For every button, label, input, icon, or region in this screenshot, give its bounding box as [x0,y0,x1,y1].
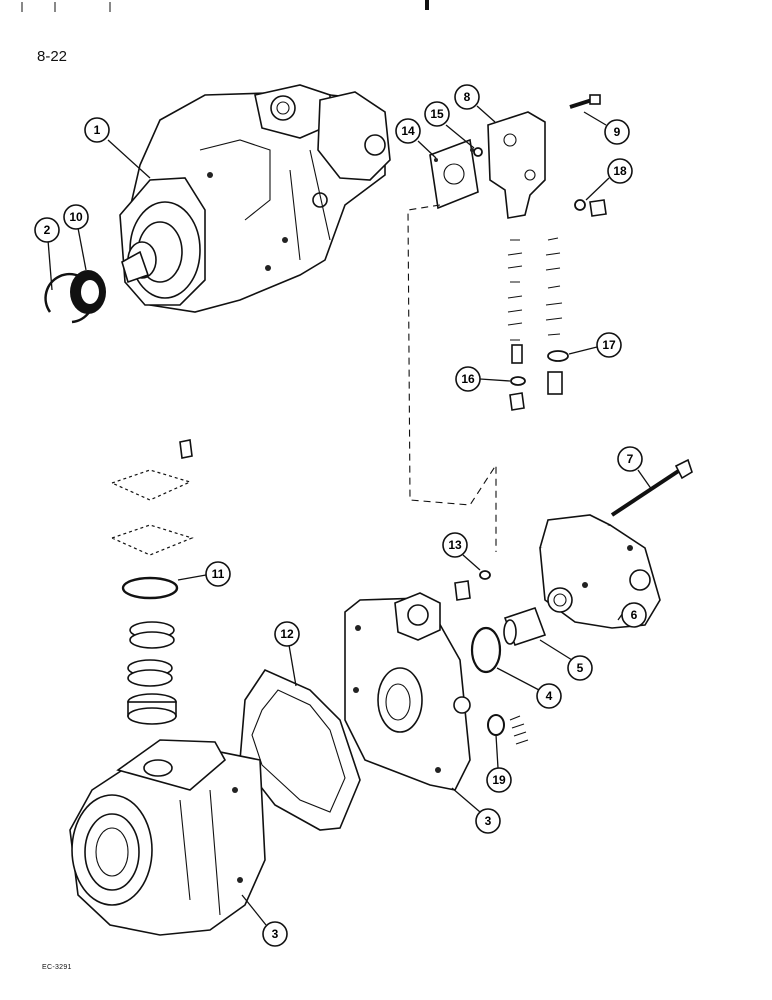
callout-7: 7 [617,446,653,491]
bearing-stack [110,439,194,725]
callout-13: 13 [442,532,481,571]
callout-17-label: 17 [602,338,616,352]
callout-16: 16 [455,366,511,392]
callout-5-label: 5 [577,661,584,675]
page-edge-marks [21,0,429,12]
callout-10-label: 10 [69,210,83,224]
o-ring-4-part [470,626,502,674]
callout-6: 6 [617,602,647,628]
callout-3-upper-label: 3 [485,814,492,828]
callout-4: 4 [496,667,562,709]
callout-18-label: 18 [613,164,627,178]
callout-15-label: 15 [430,107,444,121]
callout-4-label: 4 [546,689,553,703]
valve-spring-stacks [507,237,569,411]
callout-9: 9 [583,111,630,145]
valve-body-part [487,111,546,219]
callout-14-label: 14 [401,124,415,138]
callout-16-label: 16 [461,372,475,386]
callout-1-label: 1 [94,123,101,137]
callout-13-label: 13 [448,538,462,552]
alignment-dashed-line [407,204,497,552]
callout-3-lower-label: 3 [272,927,279,941]
callout-19-label: 19 [492,773,506,787]
callout-18: 18 [585,158,633,201]
callout-5: 5 [539,639,593,681]
callout-11-label: 11 [212,567,225,581]
callout-9-label: 9 [614,125,621,139]
pump-assembly [119,84,391,313]
o-ring-15-part [473,147,483,157]
long-bolt-7-part [610,458,693,517]
callout-10: 10 [63,204,89,271]
callout-1: 1 [84,117,151,179]
callout-3-lower: 3 [241,894,288,947]
gear-pump-part [539,514,661,629]
callout-12: 12 [274,621,300,687]
callout-2: 2 [34,217,60,291]
o-ring-13-part [454,570,491,601]
callout-12-label: 12 [280,627,294,641]
port-plate-part [344,592,471,791]
o-ring-18-part [574,199,607,217]
callout-7-label: 7 [627,452,634,466]
callout-11: 11 [177,561,231,587]
valve-gasket-part [429,138,479,210]
shaft-seal-part [70,270,106,314]
callout-8-label: 8 [464,90,471,104]
callout-19: 19 [486,734,512,793]
o-ring-19-part [487,714,529,745]
callout-2-label: 2 [44,223,51,237]
callout-6-label: 6 [631,608,638,622]
callout-14: 14 [395,118,437,159]
figure-code: EC-3291 [42,964,72,971]
page-number: 8-22 [37,48,68,65]
coupler-5-part [503,606,547,647]
callout-15: 15 [424,101,475,149]
bolt-9-part [569,94,601,109]
callout-8: 8 [454,84,496,123]
callout-3-upper: 3 [451,787,501,834]
callout-17: 17 [568,332,622,358]
main-housing-part [69,739,266,936]
